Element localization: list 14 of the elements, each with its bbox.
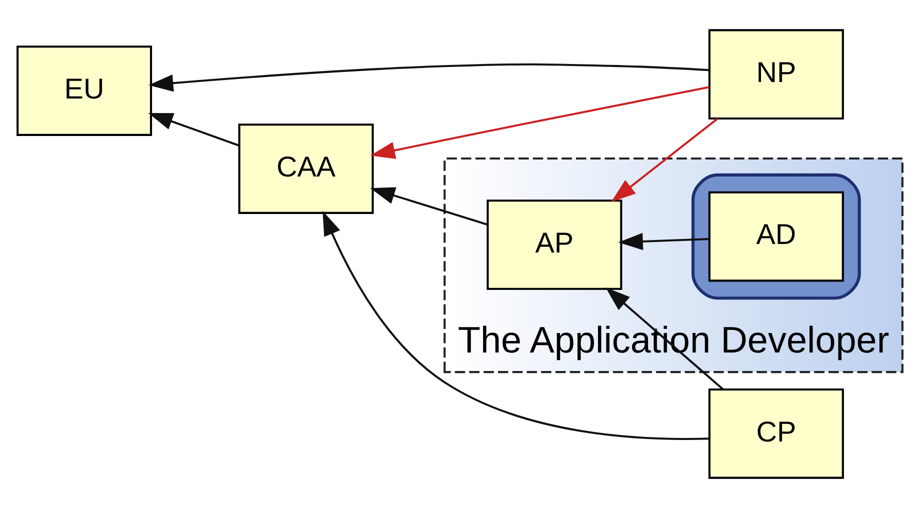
node-box: NP xyxy=(708,28,844,120)
node-box: AD xyxy=(708,190,844,282)
arrow xyxy=(610,117,718,202)
node-box: CAA xyxy=(238,123,374,214)
arrow xyxy=(370,186,488,226)
node-box: CP xyxy=(708,388,844,478)
cluster xyxy=(690,172,860,300)
node-box: AP xyxy=(486,199,622,290)
arrow xyxy=(370,86,709,158)
arrow xyxy=(148,112,240,146)
arrow xyxy=(148,62,709,92)
arrow xyxy=(322,210,709,440)
node-box: EU xyxy=(16,45,152,136)
arrow xyxy=(618,232,709,250)
